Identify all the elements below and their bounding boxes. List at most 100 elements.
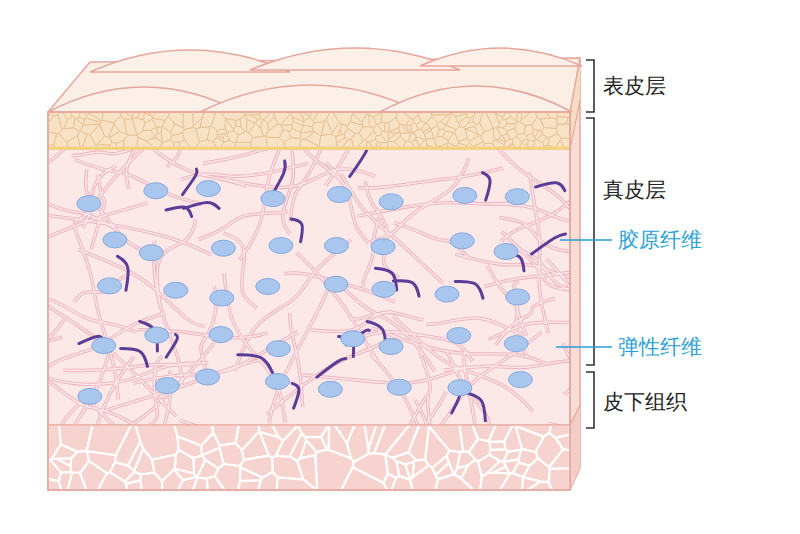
collagen-fiber: [501, 231, 570, 291]
fat-cell: [347, 425, 369, 462]
collagen-fiber: [198, 211, 288, 239]
epidermal-cell: [437, 122, 446, 130]
fat-cell: [272, 425, 298, 441]
epidermal-cell: [102, 112, 121, 123]
elastic-fiber: [455, 281, 483, 298]
fibroblast: [379, 194, 403, 210]
collagen-fiber-core: [48, 320, 64, 368]
collagen-fiber: [74, 228, 118, 400]
epidermal-cell: [481, 129, 494, 144]
collagen-fiber-core: [426, 318, 524, 334]
epidermal-cell: [520, 112, 537, 125]
collagen-fiber-core: [325, 150, 383, 186]
collagen-fiber: [563, 343, 570, 425]
epidermal-cell: [352, 112, 367, 122]
fibroblast: [210, 290, 234, 306]
epidermal-cell: [207, 126, 218, 142]
side-face: [570, 58, 580, 490]
collagen-fiber: [381, 392, 446, 425]
fibroblast: [453, 187, 477, 203]
fibroblast: [494, 244, 518, 260]
fibroblast: [435, 286, 459, 302]
epidermal-cell: [48, 132, 57, 145]
epidermal-cell: [217, 134, 225, 138]
bracket: [586, 60, 594, 112]
fat-cell: [522, 477, 540, 490]
fat-cell: [432, 456, 449, 475]
fibroblast: [92, 338, 116, 354]
collagen-fiber-core: [74, 276, 126, 302]
collagen-fiber-core: [83, 150, 184, 228]
collagen-fiber: [336, 281, 434, 372]
fat-cell: [549, 468, 570, 490]
collagen-fiber-core: [393, 316, 533, 411]
elastic-fiber: [121, 349, 148, 367]
fibroblast: [324, 276, 348, 292]
epidermal-cell: [59, 128, 80, 143]
epidermal-cell: [161, 126, 172, 142]
fat-cell: [178, 437, 203, 458]
elastic-fiber: [465, 393, 485, 421]
fibroblast: [155, 378, 179, 394]
epidermal-cell: [432, 115, 448, 123]
collagen-fiber-core: [154, 241, 182, 386]
elastic-fiber: [532, 234, 566, 254]
collagen-fiber-core: [563, 343, 570, 425]
fibroblast: [265, 373, 289, 389]
fibroblast: [266, 341, 290, 357]
fibroblast: [505, 189, 529, 205]
collagen-fiber: [74, 276, 126, 302]
fibroblast: [448, 380, 472, 396]
fibroblast: [372, 281, 396, 297]
collagen-fiber: [484, 150, 570, 235]
epidermal-cell: [220, 112, 245, 120]
fat-cell: [383, 474, 396, 490]
collagen-fiber-core: [326, 162, 369, 243]
fibroblast: [145, 327, 169, 343]
fibroblast: [387, 379, 411, 395]
collagen-fiber-core: [48, 215, 211, 255]
epidermis-fill: [48, 112, 570, 150]
fibroblast: [371, 239, 395, 255]
collagen-fiber-core: [352, 396, 427, 425]
elastic-fiber: [291, 219, 302, 242]
side-subcutis: [570, 405, 580, 490]
epidermal-cell: [64, 116, 75, 129]
collagen-fiber-core: [501, 231, 570, 291]
collagen-fiber-core: [48, 150, 140, 171]
epidermal-cell: [540, 118, 557, 128]
fat-cell: [238, 481, 261, 490]
subcutis: [48, 425, 570, 490]
collagen-fiber-core: [203, 150, 319, 164]
epidermal-cell: [79, 112, 86, 119]
layer-label: 皮下组织: [603, 390, 687, 414]
dermis: [48, 150, 570, 425]
epidermal-cell: [495, 113, 502, 124]
fibroblast: [504, 336, 528, 352]
fiber-label: 胶原纤维: [618, 228, 702, 252]
collagen-fiber-core: [198, 211, 288, 239]
elastic-fiber: [393, 281, 419, 297]
fat-cell: [447, 451, 461, 475]
layer-label: 表皮层: [603, 74, 666, 98]
fat-cell: [549, 449, 570, 468]
epidermal-cell: [359, 127, 373, 140]
epidermis-top: [48, 48, 582, 112]
fibroblast: [164, 282, 188, 298]
side-boundary: [570, 405, 580, 425]
epidermal-cell: [414, 130, 426, 140]
collagen-fiber-core: [239, 150, 295, 260]
fat-cell: [201, 433, 219, 455]
collagen-fiber-core: [91, 175, 105, 250]
elastic-fiber: [350, 150, 369, 176]
epidermal-cell: [517, 112, 522, 122]
fat-cell: [480, 473, 510, 490]
epidermal-cell: [266, 124, 283, 138]
fat-cell: [341, 467, 387, 490]
fibroblast: [450, 233, 474, 249]
collagen-fiber-core: [73, 166, 116, 223]
fat-cell: [71, 451, 89, 473]
collagen-fiber-core: [290, 313, 303, 407]
surface-cell: [380, 86, 572, 112]
